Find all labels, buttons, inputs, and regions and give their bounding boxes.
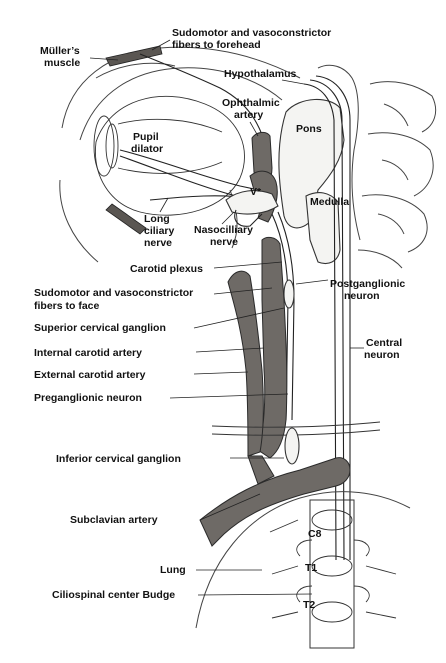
spinal-cord <box>269 499 397 649</box>
label-inferior-cervical: Inferior cervical ganglion <box>56 453 181 465</box>
label-ciliospinal: Ciliospinal center Budge <box>52 589 175 601</box>
label-pons: Pons <box>296 123 322 135</box>
nasociliary-nerve <box>234 209 263 227</box>
label-pupil-2: dilator <box>131 143 163 155</box>
label-lung: Lung <box>160 564 186 576</box>
label-carotid-plexus: Carotid plexus <box>130 263 203 275</box>
label-superior-cervical: Superior cervical ganglion <box>34 322 166 334</box>
label-preganglionic: Preganglionic neuron <box>34 392 142 404</box>
label-muller-2: muscle <box>44 57 80 69</box>
label-nasociliary-1: Nasocilliary <box>194 224 253 236</box>
subclavian-branch <box>247 455 275 485</box>
internal-carotid-artery <box>257 236 288 459</box>
subclavian-artery <box>199 457 351 547</box>
label-long-ciliary-1: Long <box>144 213 170 225</box>
trigeminal-ganglion <box>225 190 279 215</box>
label-long-ciliary-3: nerve <box>144 237 172 249</box>
inferior-cervical-ganglion <box>284 427 300 465</box>
label-pupil-1: Pupil <box>133 131 159 143</box>
external-carotid-artery <box>227 270 264 457</box>
cerebellum <box>357 81 437 269</box>
lower-lid-muscle <box>105 203 147 235</box>
label-hypothalamus: Hypothalamus <box>224 68 297 80</box>
label-sudomotor-face-2: fibers to face <box>34 300 100 312</box>
label-t2: T2 <box>303 599 315 611</box>
muller-muscle <box>105 45 163 67</box>
label-central-1: Central <box>366 337 402 349</box>
label-central-2: neuron <box>364 349 400 361</box>
label-long-ciliary-2: ciliary <box>144 225 175 237</box>
label-sudomotor-forehead-1: Sudomotor and vasoconstrictor <box>172 27 331 39</box>
label-internal-carotid: Internal carotid artery <box>34 347 142 359</box>
label-c8: C8 <box>308 528 322 540</box>
label-t1: T1 <box>305 562 317 574</box>
label-v-star: V* <box>250 186 262 198</box>
label-subclavian: Subclavian artery <box>70 514 158 526</box>
label-sudomotor-forehead-2: fibers to forehead <box>172 39 261 51</box>
superior-cervical-ganglion <box>283 279 295 309</box>
label-medulla: Medulla <box>310 196 349 208</box>
label-external-carotid: External carotid artery <box>34 369 146 381</box>
label-nasociliary-2: nerve <box>210 236 238 248</box>
central-neuron <box>303 75 351 561</box>
label-ophthalmic-1: Ophthalmic <box>222 97 280 109</box>
label-muller-1: Müller’s <box>40 45 80 57</box>
brainstem <box>278 64 361 265</box>
label-sudomotor-face-1: Sudomotor and vasoconstrictor <box>34 287 193 299</box>
lung-dome <box>195 491 411 629</box>
eyeball <box>93 95 245 216</box>
label-postganglionic-2: neuron <box>344 290 380 302</box>
label-ophthalmic-2: artery <box>234 109 263 121</box>
label-postganglionic-1: Postganglionic <box>330 278 405 290</box>
